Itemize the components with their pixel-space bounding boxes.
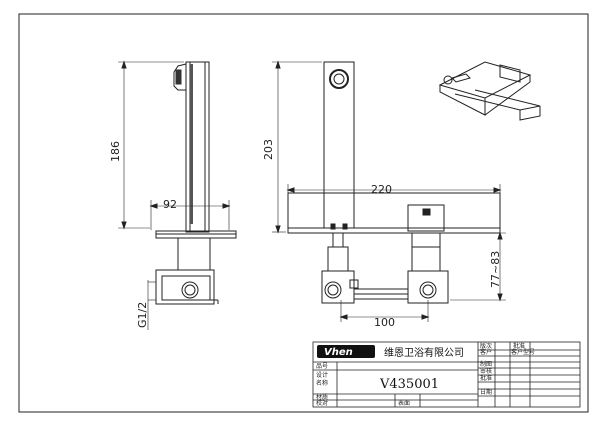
label-proofread: 校对	[316, 399, 328, 407]
dim-thread: G1/2	[136, 302, 149, 328]
dim-width-front: 220	[371, 183, 392, 196]
company-name: 维恩卫浴有限公司	[384, 346, 464, 359]
dim-width-side: 92	[163, 198, 177, 211]
isometric-view	[438, 61, 541, 121]
brand-logo-box	[317, 345, 375, 358]
dim-valve-spacing: 100	[374, 316, 395, 329]
label-stamp: 批准	[480, 374, 492, 382]
dim-height-side: 186	[109, 141, 122, 162]
drawing-frame	[18, 13, 589, 413]
label-finish: 表面	[398, 399, 410, 407]
dim-height-front: 203	[262, 139, 275, 160]
label-code: 品号	[316, 363, 328, 370]
label-customer-model: 客户型号	[511, 348, 535, 356]
label-material: 材质	[316, 393, 328, 401]
label-drafting: 制图	[480, 360, 492, 368]
model-number: V435001	[379, 377, 439, 392]
label-date: 日期	[480, 388, 492, 396]
brand-logo: Vhen	[324, 347, 353, 358]
label-name: 名称	[316, 379, 328, 387]
dim-valve-height: 77~83	[489, 251, 502, 288]
label-approval: 批准	[513, 342, 525, 350]
label-check: 审核	[480, 367, 492, 375]
label-version: 版次	[480, 342, 492, 350]
side-view	[118, 60, 237, 330]
label-customer: 客户	[480, 348, 492, 356]
front-view	[272, 60, 506, 322]
label-design: 设计	[316, 371, 328, 379]
title-block	[312, 341, 581, 408]
